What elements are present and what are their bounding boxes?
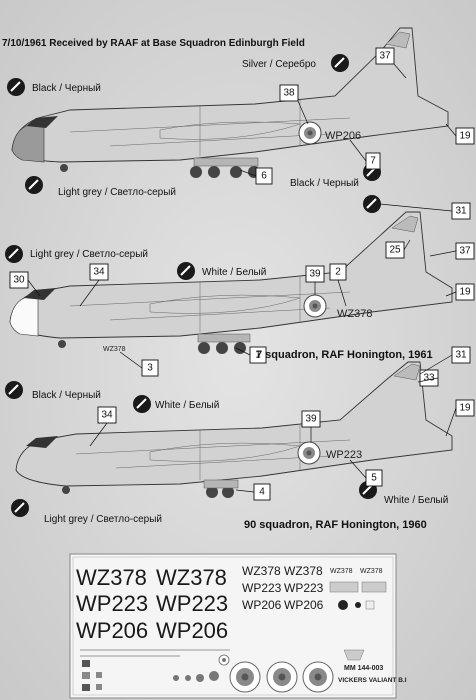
decal-product-code: MM 144-003 — [344, 665, 383, 672]
svg-text:30: 30 — [13, 275, 25, 286]
white-label-3: White / Белый — [384, 495, 448, 506]
svg-text:37: 37 — [459, 246, 471, 257]
callout-39-p3: 39 — [301, 410, 321, 428]
white-label-1: White / Белый — [202, 267, 266, 278]
svg-text:25: 25 — [389, 245, 401, 256]
decal-big-serials: WZ378 WZ378 WP223 WP223 WP206 WP206 — [76, 565, 228, 643]
color-swatch-light-grey-3 — [11, 499, 29, 517]
color-swatch-silver — [331, 54, 349, 72]
callout-31-p3: 31 — [451, 346, 471, 364]
callout-19-p1: 19 — [455, 127, 475, 145]
callout-34-p3: 34 — [97, 406, 117, 424]
color-swatch-white-2 — [133, 395, 151, 413]
leader-lines-p1 — [239, 63, 457, 177]
profile2-caption: 7 squadron, RAF Honington, 1961 — [256, 349, 433, 361]
decal-roundels — [218, 649, 365, 693]
callout-7-p1: 7 — [365, 152, 381, 170]
decal-mid-serial-3: WP223 — [242, 581, 282, 595]
color-swatch-light-grey-1 — [25, 176, 43, 194]
svg-text:34: 34 — [101, 410, 113, 421]
callout-19-p3: 19 — [455, 399, 475, 417]
black-label-2: Black / Черный — [290, 178, 359, 189]
callout-31-p2: 31 — [451, 202, 471, 220]
callout-3-p2: 3 — [141, 359, 159, 377]
svg-text:37: 37 — [379, 51, 391, 62]
svg-text:33: 33 — [423, 373, 435, 384]
svg-text:5: 5 — [371, 473, 377, 484]
profile3-serial: WP223 — [326, 449, 362, 461]
decal-big-serial-5: WP206 — [76, 618, 148, 643]
callout-34-p2: 34 — [89, 263, 109, 281]
svg-text:38: 38 — [283, 88, 295, 99]
profile2-nose-serial: WZ378 — [103, 346, 126, 353]
svg-text:6: 6 — [261, 171, 267, 182]
white-label-2: White / Белый — [155, 400, 219, 411]
aircraft-profile-2: WZ378 WZ378 — [9, 211, 453, 354]
profile1-serial: WP206 — [325, 130, 361, 142]
color-swatch-white-1 — [177, 262, 195, 280]
color-swatch-black-1 — [7, 78, 25, 96]
callout-38-p1: 38 — [279, 84, 299, 102]
decal-mid-serial-1: WZ378 — [242, 564, 281, 578]
black-label-1: Black / Черный — [32, 83, 101, 94]
svg-text:19: 19 — [459, 287, 471, 298]
callout-4-p3: 4 — [253, 483, 271, 501]
svg-text:39: 39 — [309, 269, 321, 280]
decal-mid-serial-6: WP206 — [284, 598, 324, 612]
decal-product-name: VICKERS VALIANT B.I — [338, 677, 407, 684]
svg-text:3: 3 — [147, 363, 153, 374]
color-swatch-black-3 — [5, 381, 23, 399]
callout-37-p2: 37 — [455, 242, 475, 260]
light-grey-label-2: Light grey / Светло-серый — [30, 249, 148, 260]
callout-30-p2: 30 — [9, 271, 29, 289]
svg-text:2: 2 — [335, 267, 341, 278]
aircraft-profile-1: WP206 — [11, 27, 449, 178]
decal-big-serial-4: WP223 — [156, 591, 228, 616]
callout-37-p1: 37 — [375, 47, 395, 65]
callout-39-p2: 39 — [305, 265, 325, 283]
callout-25-p2: 25 — [385, 241, 405, 259]
callout-5-p3: 5 — [365, 469, 383, 487]
decal-big-serial-3: WP223 — [76, 591, 148, 616]
callout-19-p2: 19 — [455, 283, 475, 301]
decal-mid-serial-4: WP223 — [284, 581, 324, 595]
profile3-caption: 90 squadron, RAF Honington, 1960 — [244, 519, 427, 531]
color-swatch-light-grey-2 — [5, 245, 23, 263]
light-grey-label-1: Light grey / Светло-серый — [58, 187, 176, 198]
callout-6-p1: 6 — [255, 167, 273, 185]
svg-text:7: 7 — [370, 156, 376, 167]
leader-lines-p3 — [89, 354, 457, 493]
color-swatch-white-tail — [363, 195, 381, 213]
profile1-caption: 7/10/1961 Received by RAAF at Base Squad… — [2, 38, 305, 49]
svg-text:4: 4 — [259, 487, 265, 498]
svg-text:39: 39 — [305, 414, 317, 425]
decal-small-serial-1: WZ378 — [330, 568, 353, 575]
decal-small-markings — [80, 581, 387, 691]
svg-text:19: 19 — [459, 131, 471, 142]
svg-text:34: 34 — [93, 267, 105, 278]
decal-big-serial-6: WP206 — [156, 618, 228, 643]
svg-text:31: 31 — [455, 350, 467, 361]
decal-big-serial-1: WZ378 — [76, 565, 147, 590]
decal-mid-serials: WZ378 WZ378 WP223 WP223 WP206 WP206 WZ37… — [242, 564, 383, 612]
profile2-serial: WZ378 — [337, 308, 372, 320]
decal-mid-serial-2: WZ378 — [284, 564, 323, 578]
decal-mid-serial-5: WP206 — [242, 598, 282, 612]
decal-small-serial-2: WZ378 — [360, 568, 383, 575]
svg-text:1: 1 — [255, 350, 261, 361]
callout-2-p2: 2 — [329, 263, 347, 281]
decal-big-serial-2: WZ378 — [156, 565, 227, 590]
black-label-3: Black / Черный — [32, 390, 101, 401]
silver-label: Silver / Серебро — [242, 58, 316, 70]
light-grey-label-3: Light grey / Светло-серый — [44, 514, 162, 525]
svg-text:31: 31 — [455, 206, 467, 217]
aircraft-profile-3: WP223 — [15, 361, 453, 498]
svg-text:19: 19 — [459, 403, 471, 414]
leader-lines-p2 — [27, 203, 457, 369]
